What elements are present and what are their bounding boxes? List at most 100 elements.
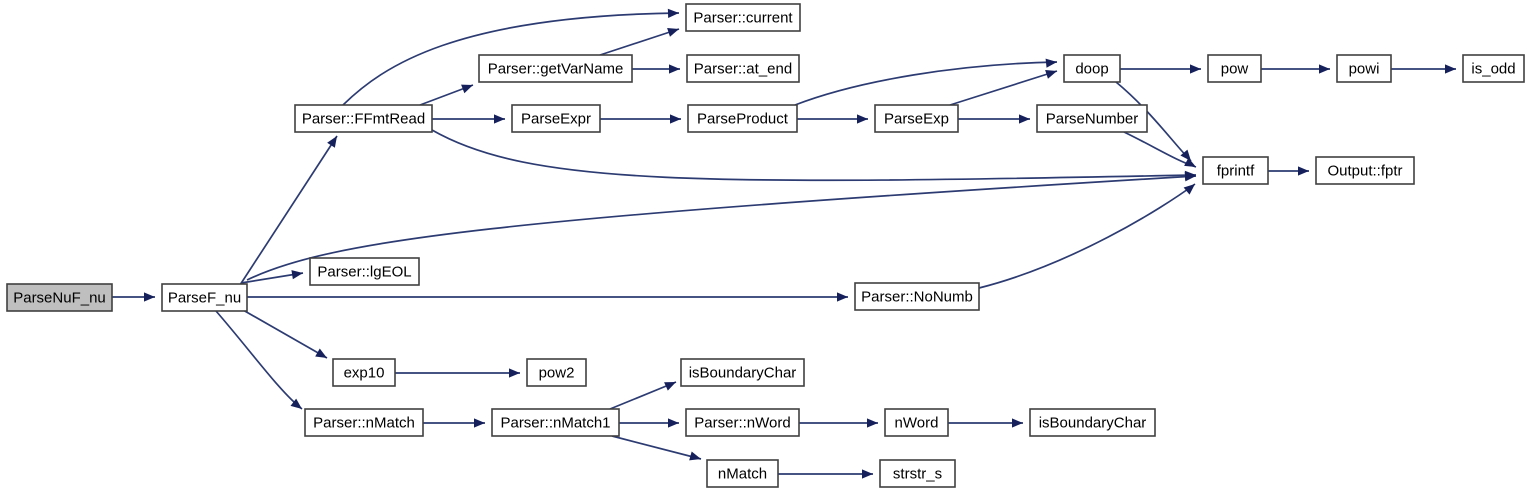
- node-box[interactable]: [879, 459, 956, 488]
- call-edge: [246, 175, 1197, 281]
- node-label: ParseProduct: [697, 110, 789, 127]
- node-label: ParseExpr: [521, 110, 591, 127]
- arrowhead-icon: [1045, 70, 1057, 79]
- node-box[interactable]: [685, 3, 801, 32]
- graph-node[interactable]: Parser::at_end: [686, 54, 800, 83]
- node-label: Output::fptr: [1327, 162, 1402, 179]
- node-label: ParseNumber: [1046, 110, 1139, 127]
- node-box[interactable]: [491, 408, 620, 437]
- arrowhead-icon: [1184, 157, 1196, 167]
- node-box[interactable]: [161, 283, 248, 312]
- graph-node[interactable]: Parser::getVarName: [478, 54, 633, 83]
- node-box[interactable]: [680, 358, 805, 387]
- graph-node[interactable]: strstr_s: [879, 459, 956, 488]
- graph-node[interactable]: is_odd: [1462, 54, 1525, 83]
- arrowhead-icon: [315, 348, 327, 358]
- graph-node[interactable]: Parser::current: [685, 3, 801, 32]
- graph-node[interactable]: isBoundaryChar: [680, 358, 805, 387]
- arrowhead-icon: [509, 368, 520, 378]
- graph-node[interactable]: doop: [1063, 54, 1121, 83]
- call-edge: [342, 12, 680, 106]
- node-label: Parser::NoNumb: [861, 288, 973, 305]
- node-label: Parser::at_end: [694, 60, 792, 77]
- node-box[interactable]: [526, 358, 587, 387]
- call-edge: [1123, 131, 1197, 168]
- graph-node[interactable]: exp10: [332, 358, 396, 387]
- node-box[interactable]: [1029, 408, 1156, 437]
- graph-node[interactable]: Parser::lgEOL: [309, 257, 420, 286]
- call-edge: [239, 135, 338, 286]
- graph-node[interactable]: Parser::NoNumb: [854, 282, 980, 311]
- node-box[interactable]: [1336, 54, 1392, 83]
- graph-node[interactable]: Output::fptr: [1315, 156, 1415, 185]
- graph-node[interactable]: nWord: [884, 408, 949, 437]
- arrowhead-icon: [1319, 64, 1330, 74]
- arrowhead-icon: [1445, 64, 1456, 74]
- arrowhead-icon: [474, 418, 485, 428]
- arrowhead-icon: [1019, 114, 1030, 124]
- node-label: ParseNuF_nu: [13, 289, 106, 306]
- graph-node[interactable]: pow2: [526, 358, 587, 387]
- node-box[interactable]: [511, 104, 601, 133]
- node-label: nWord: [895, 414, 939, 431]
- node-box[interactable]: [1063, 54, 1121, 83]
- node-box[interactable]: [1202, 156, 1269, 185]
- arrowhead-icon: [291, 270, 303, 280]
- graph-node[interactable]: isBoundaryChar: [1029, 408, 1156, 437]
- arrowhead-icon: [670, 114, 681, 124]
- node-box[interactable]: [332, 358, 396, 387]
- node-box[interactable]: [6, 283, 113, 312]
- arrowhead-icon: [1183, 184, 1195, 195]
- arrowhead-icon: [664, 382, 676, 391]
- node-box[interactable]: [1315, 156, 1415, 185]
- graph-node[interactable]: ParseNumber: [1036, 104, 1148, 133]
- node-box[interactable]: [304, 408, 424, 437]
- graph-node[interactable]: Parser::FFmtRead: [294, 104, 433, 133]
- graph-node[interactable]: ParseProduct: [687, 104, 798, 133]
- arrowhead-icon: [1190, 64, 1201, 74]
- graph-node[interactable]: ParseExp: [874, 104, 959, 133]
- arrowhead-icon: [1298, 166, 1309, 176]
- node-box[interactable]: [1207, 54, 1262, 83]
- call-edge: [609, 381, 677, 410]
- graph-node[interactable]: Parser::nMatch1: [491, 408, 620, 437]
- node-box[interactable]: [884, 408, 949, 437]
- node-label: pow2: [539, 364, 575, 381]
- node-box[interactable]: [854, 282, 980, 311]
- graph-node[interactable]: ParseF_nu: [161, 283, 248, 312]
- node-label: Parser::current: [693, 9, 793, 26]
- graph-node[interactable]: ParseNuF_nu: [6, 283, 113, 312]
- arrowhead-icon: [837, 292, 848, 302]
- node-box[interactable]: [294, 104, 433, 133]
- node-label: Parser::FFmtRead: [302, 110, 425, 127]
- arrowhead-icon: [1184, 170, 1196, 180]
- node-box[interactable]: [309, 257, 420, 286]
- arrowhead-icon: [667, 28, 679, 37]
- node-box[interactable]: [685, 408, 800, 437]
- node-label: pow: [1221, 60, 1249, 77]
- graph-node[interactable]: fprintf: [1202, 156, 1269, 185]
- node-label: powi: [1349, 60, 1380, 77]
- node-box[interactable]: [1036, 104, 1148, 133]
- graph-node[interactable]: pow: [1207, 54, 1262, 83]
- node-box[interactable]: [686, 54, 800, 83]
- node-box[interactable]: [478, 54, 633, 83]
- node-box[interactable]: [874, 104, 959, 133]
- node-label: Parser::nWord: [694, 414, 790, 431]
- graph-node[interactable]: powi: [1336, 54, 1392, 83]
- node-label: isBoundaryChar: [1039, 414, 1147, 431]
- graph-node[interactable]: Parser::nMatch: [304, 408, 424, 437]
- graph-node[interactable]: nMatch: [706, 459, 779, 488]
- node-box[interactable]: [706, 459, 779, 488]
- node-label: Parser::nMatch1: [500, 414, 610, 431]
- node-box[interactable]: [1462, 54, 1525, 83]
- graph-node[interactable]: Parser::nWord: [685, 408, 800, 437]
- graph-node[interactable]: ParseExpr: [511, 104, 601, 133]
- arrowhead-icon: [1180, 149, 1191, 161]
- call-edge: [235, 305, 328, 359]
- node-label: Parser::lgEOL: [317, 263, 411, 280]
- node-box[interactable]: [687, 104, 798, 133]
